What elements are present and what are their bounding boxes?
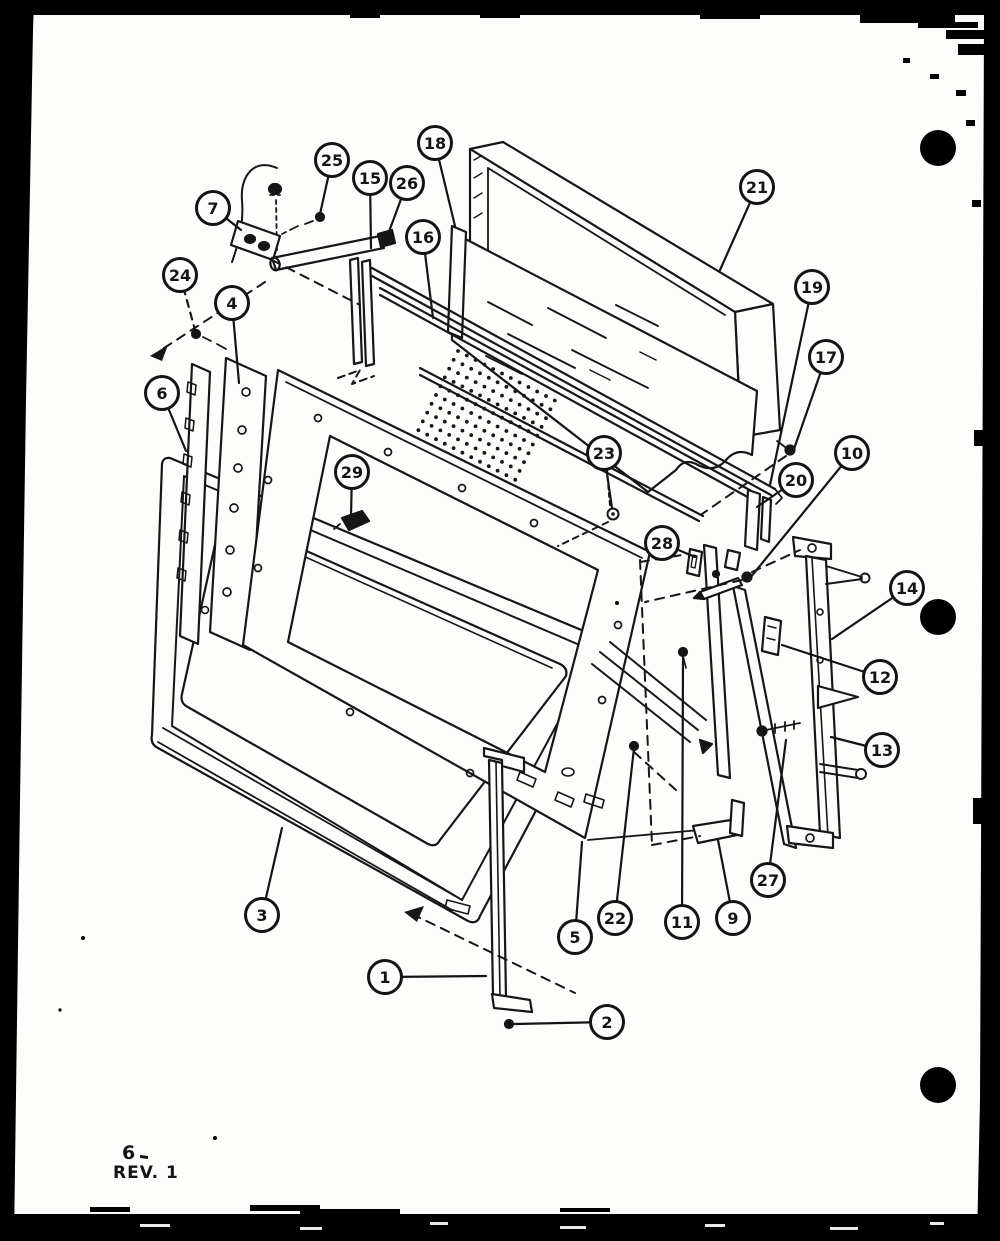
- door-glass: [450, 230, 759, 494]
- callout-21: 21: [739, 169, 775, 205]
- callout-29: 29: [334, 454, 370, 490]
- leader-line-27: [766, 738, 788, 882]
- callout-17: 17: [808, 339, 844, 375]
- top-left-hardware: [190, 164, 397, 350]
- leader-line-24: [178, 273, 197, 332]
- callout-9: 9: [715, 900, 751, 936]
- latch-12: [760, 615, 783, 657]
- callout-18: 18: [417, 125, 453, 161]
- callout-28: 28: [644, 525, 680, 561]
- trim-strip-long-c: [418, 366, 705, 523]
- callout-26: 26: [389, 165, 425, 201]
- punch-hole: [920, 599, 956, 635]
- screw-17: [776, 440, 796, 456]
- callout-22: 22: [597, 900, 633, 936]
- punch-hole: [920, 1067, 956, 1103]
- clip-29: [333, 509, 371, 532]
- callout-12: 12: [862, 659, 898, 695]
- callout-5: 5: [557, 919, 593, 955]
- latch-spring-upper: [825, 565, 871, 585]
- end-cap-20: [743, 488, 773, 552]
- screw-27: [756, 720, 801, 737]
- callout-23: 23: [586, 435, 622, 471]
- retainer-strip-18: [446, 224, 468, 340]
- latch-spring-lower: [816, 684, 860, 710]
- callout-20: 20: [778, 462, 814, 498]
- callout-19: 19: [794, 269, 830, 305]
- leader-line-11: [680, 656, 685, 924]
- callout-3: 3: [244, 897, 280, 933]
- fastener-10: [692, 571, 753, 601]
- door-handle: [482, 746, 534, 1030]
- callout-6: 6: [144, 375, 180, 411]
- latch-pin: [819, 763, 867, 780]
- callout-11: 11: [664, 904, 700, 940]
- trim-strip-long-b: [378, 286, 759, 502]
- page-number: 6: [122, 1142, 136, 1164]
- page-border-right: [977, 14, 1000, 1241]
- leader-line-22: [613, 746, 636, 920]
- hinge-rod: [269, 228, 397, 272]
- revision-label: REV. 1: [113, 1163, 179, 1183]
- callout-14: 14: [889, 570, 925, 606]
- callout-4: 4: [214, 285, 250, 321]
- trim-strips: [348, 224, 783, 523]
- callout-27: 27: [750, 862, 786, 898]
- callout-16: 16: [405, 219, 441, 255]
- corner-bracket-9: [691, 798, 746, 845]
- dashed-guides: [150, 259, 801, 994]
- page-border-left: [0, 0, 34, 1241]
- page-border-top: [0, 0, 1000, 15]
- glass-shine: [485, 301, 659, 389]
- frame-screw-holes: [253, 413, 623, 778]
- leader-line-10: [748, 451, 854, 580]
- callout-25: 25: [314, 142, 350, 178]
- callout-7: 7: [195, 190, 231, 226]
- callout-1: 1: [367, 959, 403, 995]
- screw-25: [281, 211, 326, 235]
- retainer-strip-vertical: [348, 256, 376, 368]
- punch-hole: [920, 130, 956, 166]
- handle-screw-2: [503, 1018, 515, 1030]
- screw-23: [606, 507, 620, 521]
- hinge-channel: [176, 362, 212, 646]
- callout-13: 13: [864, 732, 900, 768]
- clip-28: [685, 547, 742, 578]
- callout-15: 15: [352, 160, 388, 196]
- callout-2: 2: [589, 1004, 625, 1040]
- screw-24: [190, 328, 227, 350]
- callout-10: 10: [834, 435, 870, 471]
- latch-bracket-column: [756, 440, 871, 850]
- leader-line-19: [768, 285, 814, 487]
- callout-24: 24: [162, 257, 198, 293]
- perforation-grid: [416, 349, 557, 482]
